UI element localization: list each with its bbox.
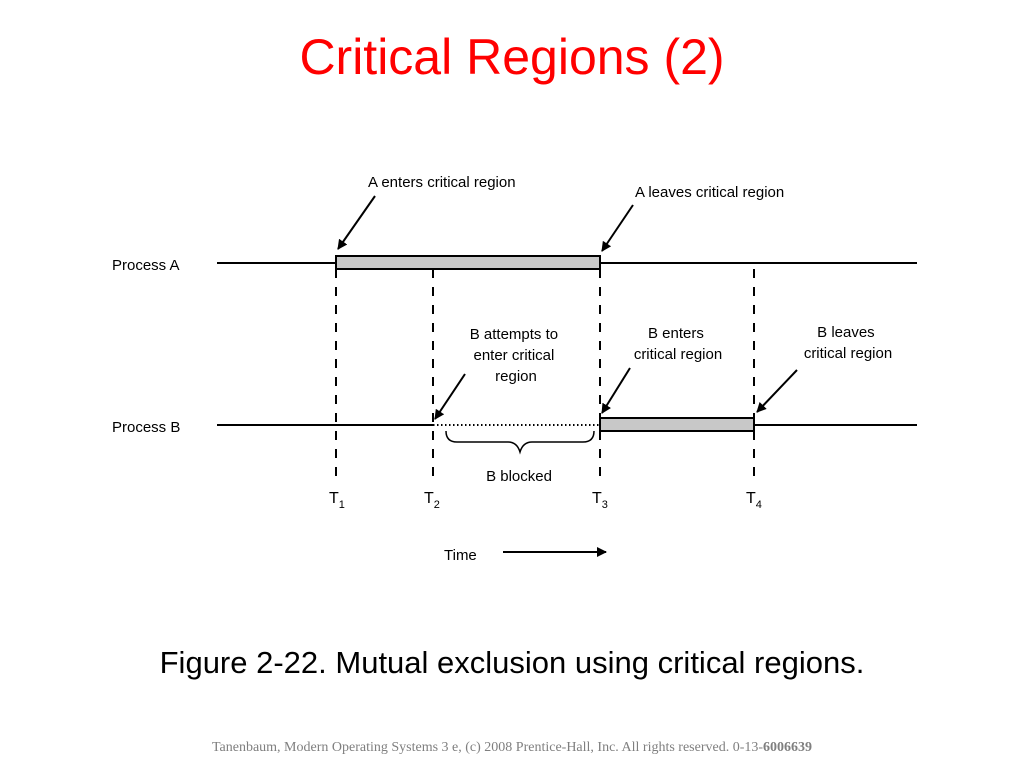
annotation-b-attempts: B attempts to enter critical region xyxy=(470,326,563,385)
t1-label: T1 xyxy=(329,490,345,511)
arrow-b-leaves xyxy=(756,369,798,413)
arrow-a-enters xyxy=(337,195,376,250)
b-blocked-label: B blocked xyxy=(486,468,552,485)
slide-title: Critical Regions (2) xyxy=(299,29,725,85)
critical-regions-timeline-diagram: Process A Process B T1 T2 T3 T4 A enters… xyxy=(112,174,917,564)
arrow-b-enters xyxy=(601,367,631,414)
footer-isbn: 6006639 xyxy=(763,740,813,755)
arrow-b-attempts xyxy=(434,373,466,420)
time-label: Time xyxy=(444,547,477,564)
t4-label: T4 xyxy=(746,490,762,511)
process-b-critical-region-bar xyxy=(599,417,755,432)
copyright-footer: Tanenbaum, Modern Operating Systems 3 e,… xyxy=(0,740,1024,756)
process-a-critical-region-bar xyxy=(335,255,601,270)
figure-caption: Figure 2-22. Mutual exclusion using crit… xyxy=(159,645,865,680)
annotation-a-leaves: A leaves critical region xyxy=(635,184,784,201)
annotation-b-enters: B enters critical region xyxy=(634,325,722,363)
b-blocked-brace xyxy=(445,430,595,455)
t2-label: T2 xyxy=(424,490,440,511)
arrow-a-leaves xyxy=(601,204,634,252)
process-b-label: Process B xyxy=(112,419,180,436)
t3-label: T3 xyxy=(592,490,608,511)
annotation-b-leaves: B leaves critical region xyxy=(804,324,892,362)
annotation-a-enters: A enters critical region xyxy=(368,174,516,191)
footer-text: Tanenbaum, Modern Operating Systems 3 e,… xyxy=(211,740,764,755)
process-a-label: Process A xyxy=(112,257,180,274)
